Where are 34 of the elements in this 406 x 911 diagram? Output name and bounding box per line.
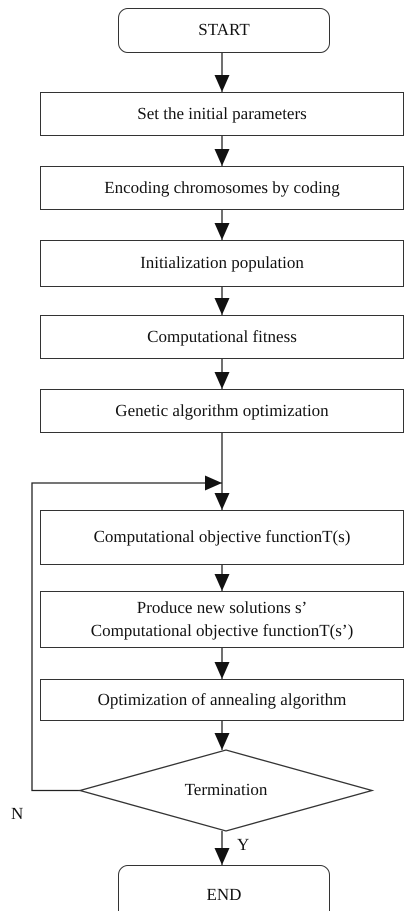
terminal-box xyxy=(118,865,330,911)
process-box xyxy=(40,315,404,359)
node-text: Termination xyxy=(184,779,268,802)
node-text: Optimization of annealing algorithm xyxy=(98,688,346,711)
process-box xyxy=(40,240,404,287)
arrow xyxy=(214,136,230,166)
node-text: Computational fitness xyxy=(147,326,297,348)
node-text: END xyxy=(206,884,242,906)
arrow xyxy=(31,476,222,792)
process-box xyxy=(40,591,404,648)
node-text: Genetic algorithm optimization xyxy=(115,400,329,422)
node-text: Produce new solutions s’ xyxy=(136,597,308,620)
node-text: START xyxy=(198,19,250,42)
arrow xyxy=(214,210,230,240)
arrow xyxy=(214,721,230,750)
process-box xyxy=(40,510,404,565)
node-text: Encoding chromosomes by coding xyxy=(104,176,340,199)
arrow xyxy=(214,287,230,315)
arrow xyxy=(214,648,230,679)
arrow xyxy=(214,565,230,591)
arrow xyxy=(214,53,230,92)
node-text: Computational objective functionT(s) xyxy=(94,526,350,548)
arrow xyxy=(214,831,230,865)
arrow xyxy=(214,359,230,389)
process-box xyxy=(40,92,404,136)
arrow xyxy=(214,433,230,510)
terminal-box xyxy=(118,8,330,53)
node-text: Set the initial parameters xyxy=(137,102,307,125)
process-box xyxy=(40,679,404,721)
process-box xyxy=(40,166,404,210)
node-text: Computational objective functionT(s’) xyxy=(90,620,354,642)
decision-diamond xyxy=(80,750,372,831)
node-text: Initialization population xyxy=(140,252,304,274)
process-box xyxy=(40,389,404,433)
